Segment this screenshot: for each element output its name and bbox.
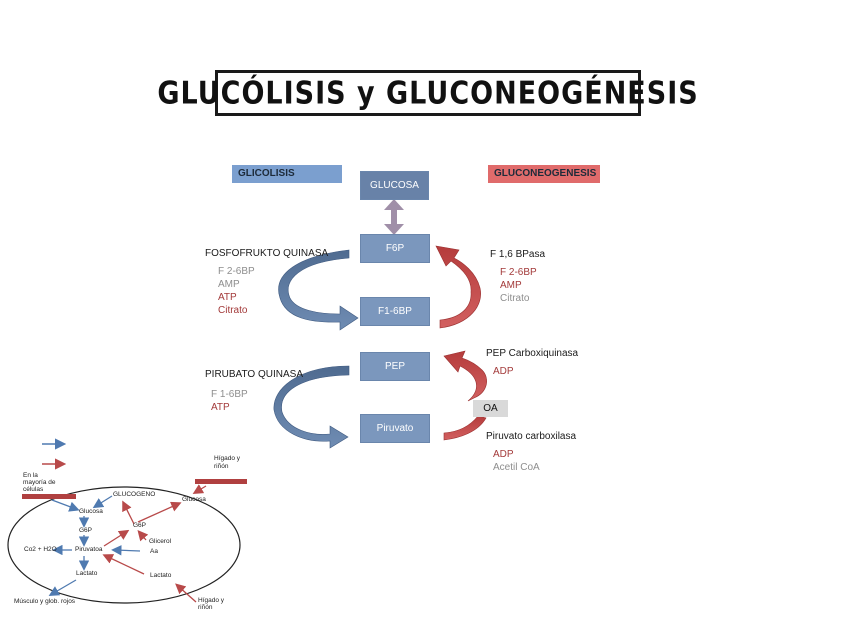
pfk-reg-atp: ATP [218, 292, 237, 303]
f16bpasa-reg-citrato: Citrato [500, 293, 530, 304]
page-title: GLUCÓLISIS y GLUCONEOGÉNESIS [157, 75, 699, 111]
pk-reg-f16bp: F 1-6BP [211, 389, 248, 400]
mini-lactato-left: Lactato [76, 570, 98, 577]
node-f6p: F6P [360, 234, 430, 263]
mini-note-liver-bottom-1: Hígado y [198, 597, 225, 604]
pfk-reg-amp: AMP [218, 279, 240, 290]
mini-note-cells-2: mayoría de [23, 479, 56, 486]
enzyme-pfk: FOSFOFRUKTO QUINASA [205, 248, 329, 259]
mini-musculo: Músculo y glob. rojos [14, 598, 76, 605]
node-oa: OA [473, 400, 508, 417]
legend-glicolisis: GLICOLISIS [232, 165, 342, 183]
mini-glucogeno: GLUCOGENO [113, 491, 156, 498]
mini-diagram [7, 438, 247, 604]
mini-glucosa-right: Glucosa [182, 496, 206, 503]
node-f16bp: F1-6BP [360, 297, 430, 326]
node-pep: PEP [360, 352, 430, 381]
pfk-blue-arrow [278, 249, 359, 331]
title-box: GLUCÓLISIS y GLUCONEOGÉNESIS [157, 70, 698, 116]
enzyme-pk: PIRUBATO QUINASA [205, 369, 303, 380]
enzyme-pepck: PEP Carboxiquinasa [486, 348, 579, 359]
mini-glucosa-left: Glucosa [79, 508, 103, 515]
mini-g6p-center: G6P [133, 522, 147, 529]
enzyme-f16bpasa: F 1,6 BPasa [490, 249, 546, 260]
pk-reg-atp: ATP [211, 402, 230, 413]
mini-aa: Aa [150, 548, 158, 555]
mini-note-cells-3: células [23, 486, 44, 493]
mini-co2: Co2 + H2O [24, 546, 57, 553]
node-glucosa: GLUCOSA [360, 171, 429, 200]
pc-reg-acetilcoa: Acetil CoA [493, 462, 540, 473]
mini-glicerol: Glicerol [149, 538, 172, 545]
enzyme-pc: Piruvato carboxilasa [486, 431, 577, 442]
pfk-reg-f26bp: F 2-6BP [218, 266, 255, 277]
mini-g6p-left: G6P [79, 527, 93, 534]
pepck-red-arrow [443, 350, 487, 402]
mini-note-liver-top-2: riñón [214, 463, 229, 470]
mini-note-liver-bottom-2: riñón [198, 604, 213, 611]
f16bpasa-reg-f26bp: F 2-6BP [500, 267, 537, 278]
mini-note-liver-top-1: Hígado y [214, 455, 241, 462]
pepck-reg-adp: ADP [493, 366, 514, 377]
mini-lactato-center: Lactato [150, 572, 172, 579]
pc-red-arrow [443, 415, 487, 441]
pc-reg-adp: ADP [493, 449, 514, 460]
mini-piruvato: Piruvatoa [75, 546, 103, 553]
legend-gluconeogenesis: GLUCONEOGENESIS [488, 165, 600, 183]
node-piruvato: Piruvato [360, 414, 430, 443]
f16bpasa-reg-amp: AMP [500, 280, 522, 291]
mini-note-cells-1: En la [23, 472, 38, 479]
pfk-reg-citrato: Citrato [218, 305, 248, 316]
f16bpasa-red-arrow [435, 245, 481, 329]
glucosa-f6p-double-arrow [384, 199, 404, 235]
